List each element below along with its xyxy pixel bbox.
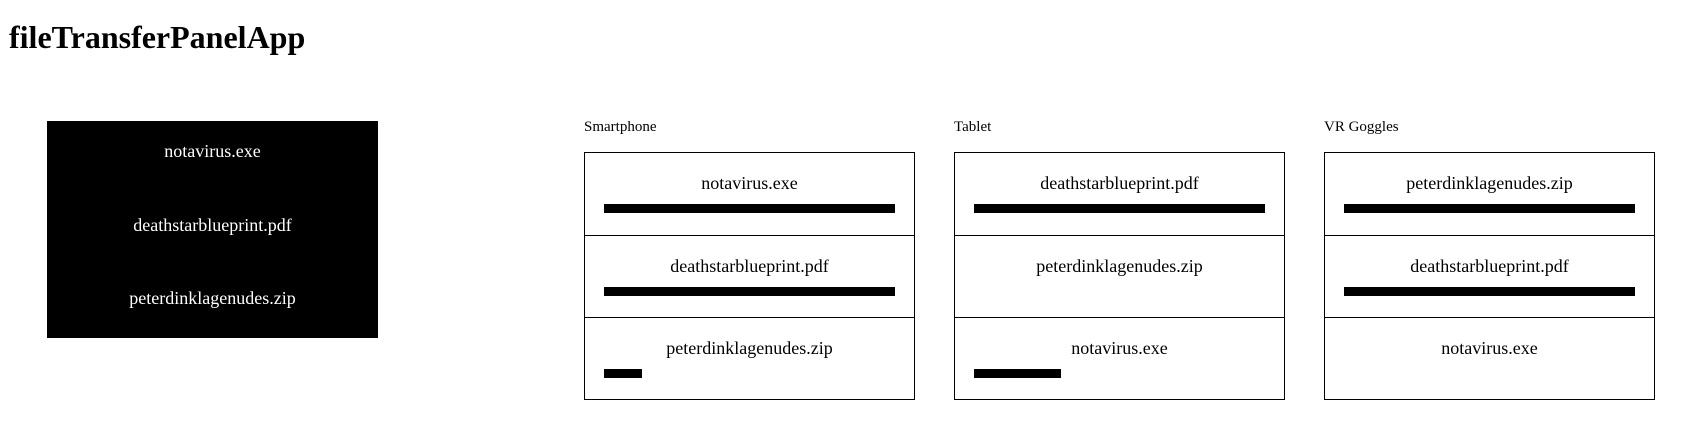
source-file-deathstarblueprint[interactable]: deathstarblueprint.pdf xyxy=(133,214,292,235)
transfer-progress-bar xyxy=(604,369,895,378)
transfer-progress-bar xyxy=(974,369,1265,378)
device-label: VR Goggles xyxy=(1324,119,1399,135)
device-file-item[interactable]: deathstarblueprint.pdf xyxy=(955,153,1284,235)
transfer-progress-bar xyxy=(1344,204,1635,213)
source-file-peterdinklagenudes[interactable]: peterdinklagenudes.zip xyxy=(129,288,296,309)
device-file-item[interactable]: notavirus.exe xyxy=(1325,317,1654,399)
device-file-item[interactable]: deathstarblueprint.pdf xyxy=(585,235,914,317)
device-file-item[interactable]: peterdinklagenudes.zip xyxy=(955,235,1284,317)
device-label: Tablet xyxy=(954,119,992,135)
progress-fill xyxy=(974,204,1265,213)
device-label: Smartphone xyxy=(584,119,657,135)
source-file-notavirus[interactable]: notavirus.exe xyxy=(164,141,261,161)
progress-fill xyxy=(1344,204,1635,213)
device-file-name: peterdinklagenudes.zip xyxy=(1406,173,1573,193)
progress-fill xyxy=(604,287,895,296)
device-file-item[interactable]: notavirus.exe xyxy=(955,317,1284,399)
device-file-name: notavirus.exe xyxy=(1071,338,1168,358)
progress-fill xyxy=(604,369,642,378)
device-file-item[interactable]: peterdinklagenudes.zip xyxy=(585,317,914,399)
device-file-item[interactable]: deathstarblueprint.pdf xyxy=(1325,235,1654,317)
device-file-name: deathstarblueprint.pdf xyxy=(670,256,829,276)
transfer-progress-bar xyxy=(604,204,895,213)
device-smartphone: Smartphone notavirus.exe deathstarbluepr… xyxy=(584,119,915,400)
device-file-name: deathstarblueprint.pdf xyxy=(1040,173,1199,193)
device-file-list[interactable]: deathstarblueprint.pdf peterdinklagenude… xyxy=(954,152,1285,400)
source-file-panel: notavirus.exe deathstarblueprint.pdf pet… xyxy=(47,121,378,338)
device-file-name: peterdinklagenudes.zip xyxy=(1036,256,1203,276)
transfer-progress-bar xyxy=(974,204,1265,213)
transfer-progress-bar xyxy=(1344,287,1635,296)
device-file-name: notavirus.exe xyxy=(1441,338,1538,358)
device-file-item[interactable]: peterdinklagenudes.zip xyxy=(1325,153,1654,235)
device-file-item[interactable]: notavirus.exe xyxy=(585,153,914,235)
progress-fill xyxy=(1344,287,1635,296)
progress-fill xyxy=(974,369,1062,378)
transfer-progress-bar xyxy=(604,287,895,296)
page-title: fileTransferPanelApp xyxy=(9,19,306,55)
device-file-name: peterdinklagenudes.zip xyxy=(666,338,833,358)
device-file-list[interactable]: peterdinklagenudes.zip deathstarblueprin… xyxy=(1324,152,1655,400)
device-tablet: Tablet deathstarblueprint.pdf peterdinkl… xyxy=(954,119,1285,400)
device-file-name: notavirus.exe xyxy=(701,173,798,193)
device-file-list[interactable]: notavirus.exe deathstarblueprint.pdf pet… xyxy=(584,152,915,400)
progress-fill xyxy=(604,204,895,213)
device-vr-goggles: VR Goggles peterdinklagenudes.zip deaths… xyxy=(1324,119,1655,400)
device-file-name: deathstarblueprint.pdf xyxy=(1410,256,1569,276)
